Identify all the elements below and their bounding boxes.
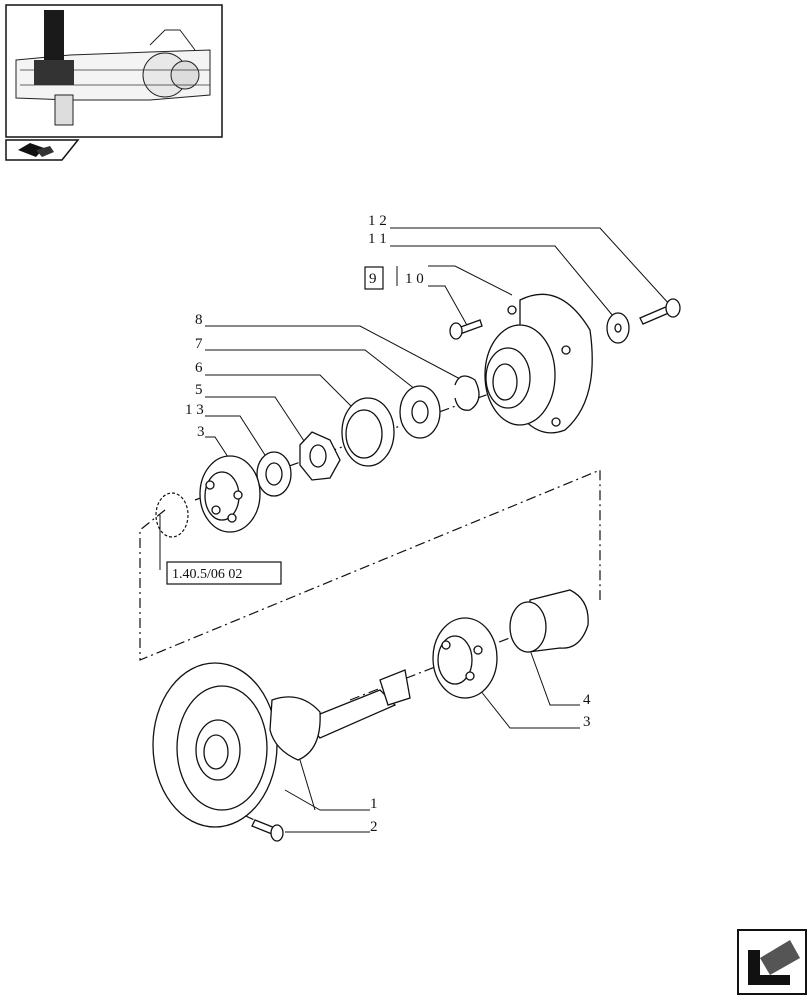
label-12: 1 2 <box>368 213 387 229</box>
label-8: 8 <box>195 312 203 328</box>
reference-label[interactable]: 1.40.5/06 02 <box>172 567 242 582</box>
label-7: 7 <box>195 336 203 352</box>
axle-assembly-thumbnail[interactable] <box>5 4 223 138</box>
part-4-sleeve <box>509 589 589 653</box>
label-9: 9 <box>369 271 377 287</box>
part-3-bearing-upper <box>199 455 261 533</box>
part-6-cup <box>341 397 395 467</box>
next-page-arrow-icon[interactable] <box>737 929 807 995</box>
part-7-seal <box>399 385 441 439</box>
part-2-bolt <box>251 819 284 842</box>
callout-box-9 <box>364 266 384 290</box>
label-10: 1 0 <box>405 271 424 287</box>
shim-ring <box>155 492 189 538</box>
part-8-circlip <box>454 375 480 411</box>
part-5-nut <box>299 431 341 481</box>
label-5: 5 <box>195 382 203 398</box>
reference-box <box>166 561 282 585</box>
label-1: 1 <box>370 796 378 812</box>
leader-lines <box>159 227 671 833</box>
label-3-lower: 3 <box>583 714 591 730</box>
part-1-crown-pinion <box>152 662 411 828</box>
label-6: 6 <box>195 360 203 376</box>
part-12-bolt <box>639 298 681 325</box>
label-3-upper: 3 <box>197 424 205 440</box>
part-10-flange <box>484 293 593 434</box>
open-book-icon[interactable] <box>5 139 80 161</box>
label-11: 1 1 <box>368 231 387 247</box>
part-11-washer <box>606 312 630 344</box>
label-4: 4 <box>583 692 591 708</box>
part-13-spacer <box>256 451 292 497</box>
part-10-screw <box>449 319 483 340</box>
label-2: 2 <box>370 819 378 835</box>
part-3-bearing-lower <box>432 617 498 699</box>
label-13: 1 3 <box>185 402 204 418</box>
